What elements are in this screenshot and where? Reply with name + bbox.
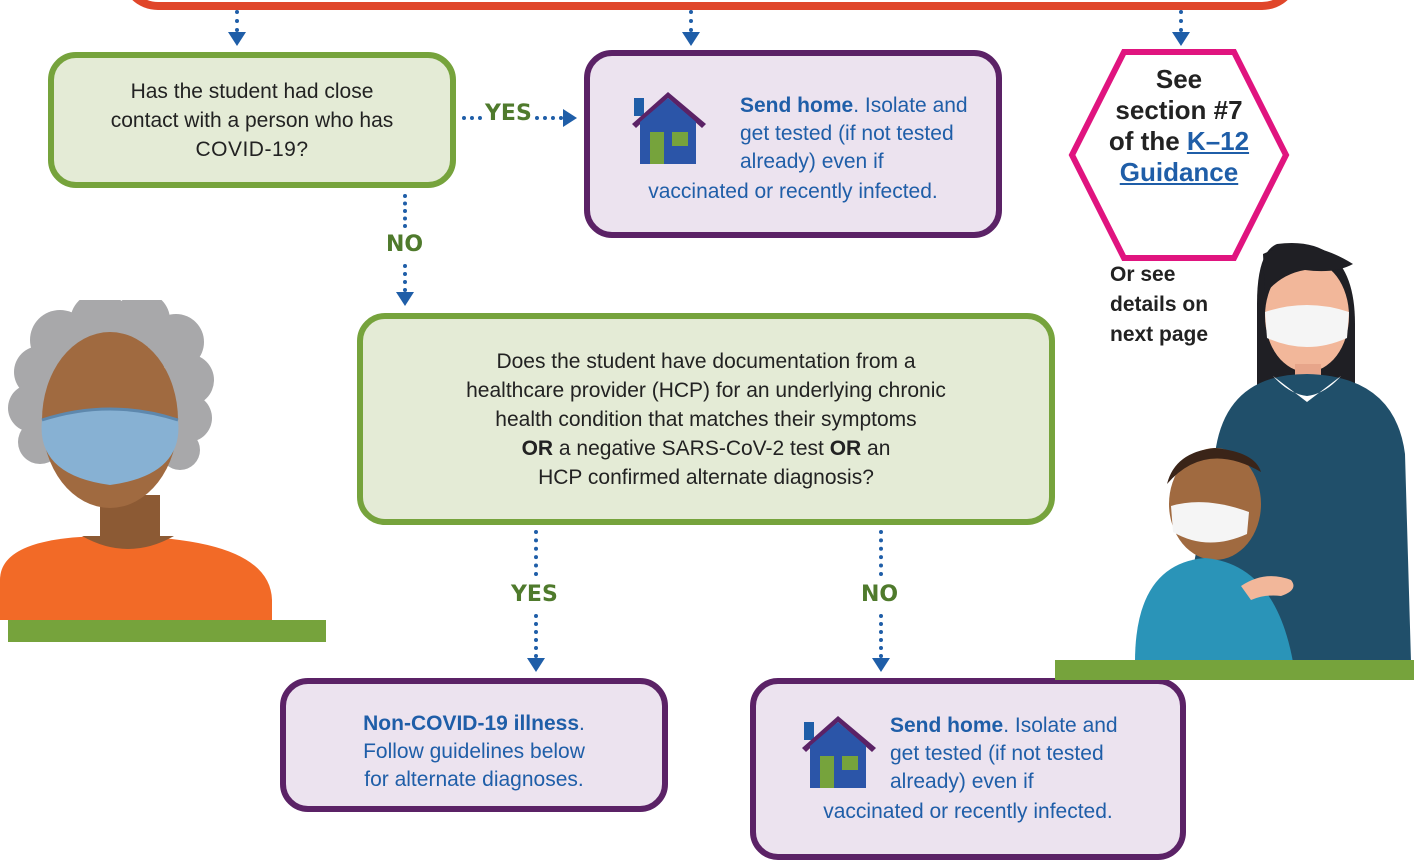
yes-label-bottom: YES — [511, 582, 558, 607]
side-note-line2: details on — [1110, 293, 1209, 316]
connector-no-bottom-upper — [879, 530, 883, 576]
q2-line4-end: an — [861, 436, 891, 460]
non-covid-title-end: . — [579, 712, 585, 735]
non-covid-box: Non-COVID-19 illness. Follow guidelines … — [280, 678, 668, 812]
send-home-2-line3: already) even if — [890, 770, 1034, 793]
guidance-link[interactable]: Guidance — [1119, 157, 1239, 187]
side-note-line1: Or see — [1110, 263, 1176, 286]
send-home-1-line2: get tested (if not tested — [740, 122, 954, 145]
arrow-down-icon — [228, 32, 246, 46]
non-covid-line2: for alternate diagnoses. — [364, 768, 584, 791]
arrow-down-icon — [527, 658, 545, 672]
send-home-2-line4: vaccinated or recently infected. — [823, 800, 1113, 823]
arrow-down-icon — [872, 658, 890, 672]
k12-guidance-link[interactable]: K–12 — [1186, 126, 1250, 156]
hexagon-text: See section #7 of the K–12 Guidance — [1090, 64, 1268, 188]
send-home-2-line1: . Isolate and — [1003, 714, 1118, 737]
q2-line2: healthcare provider (HCP) for an underly… — [466, 378, 946, 402]
teacher-student-illustration — [1055, 243, 1414, 680]
q1-line2: contact with a person who has — [110, 108, 394, 132]
arrow-down-icon — [1172, 32, 1190, 46]
send-home-title-1: Send home — [740, 94, 854, 117]
q2-line3: health condition that matches their symp… — [495, 407, 917, 431]
house-icon — [632, 92, 706, 164]
yes-label-top: YES — [485, 101, 532, 126]
send-home-title-2: Send home — [890, 714, 1004, 737]
arrow-down-icon — [396, 292, 414, 306]
hex-line1: See — [1155, 64, 1203, 94]
arrow-down-icon — [682, 32, 700, 46]
q1-line3: COVID-19? — [195, 137, 309, 161]
send-home-1-line1: . Isolate and — [853, 94, 968, 117]
q2-line1: Does the student have documentation from… — [496, 349, 916, 373]
or-keyword: OR — [521, 436, 554, 460]
send-home-2-line2: get tested (if not tested — [890, 742, 1104, 765]
no-label-bottom: NO — [861, 582, 899, 607]
no-label-left: NO — [386, 232, 424, 257]
connector-yes-bottom-lower — [534, 614, 538, 658]
send-home-1-line3: already) even if — [740, 150, 884, 173]
side-note-line3: next page — [1110, 323, 1209, 346]
send-home-box-2: Send home. Isolate and get tested (if no… — [750, 678, 1186, 860]
connector-no-bottom-lower — [879, 614, 883, 658]
question-documentation: Does the student have documentation from… — [357, 313, 1055, 525]
connector-no-upper — [403, 194, 407, 228]
or-keyword: OR — [829, 436, 862, 460]
hex-line3-prefix: of the — [1108, 126, 1187, 156]
connector-top-left — [235, 10, 239, 32]
hex-line2: section #7 — [1115, 95, 1243, 125]
connector-yes-left — [462, 116, 482, 120]
top-banner-edge — [120, 0, 1300, 10]
connector-top-middle — [689, 10, 693, 32]
non-covid-line1: Follow guidelines below — [363, 740, 585, 763]
arrow-right-icon — [563, 109, 577, 127]
older-woman-illustration — [0, 300, 326, 642]
non-covid-title: Non-COVID-19 illness — [363, 712, 580, 735]
q2-line5: HCP confirmed alternate diagnosis? — [538, 465, 874, 489]
question-close-contact: Has the student had close contact with a… — [48, 52, 456, 188]
send-home-box-1: Send home. Isolate and get tested (if no… — [584, 50, 1002, 238]
connector-no-lower — [403, 264, 407, 292]
connector-yes-bottom-upper — [534, 530, 538, 576]
connector-top-right — [1179, 10, 1183, 32]
hexagon-callout — [1068, 49, 1290, 261]
send-home-1-line4: vaccinated or recently infected. — [648, 180, 938, 203]
side-note: Or see details on next page — [1110, 260, 1208, 350]
connector-yes-right — [535, 116, 563, 120]
house-icon — [802, 716, 876, 788]
q2-line4-mid: a negative SARS-CoV-2 test — [553, 436, 830, 460]
q1-line1: Has the student had close — [130, 79, 374, 103]
